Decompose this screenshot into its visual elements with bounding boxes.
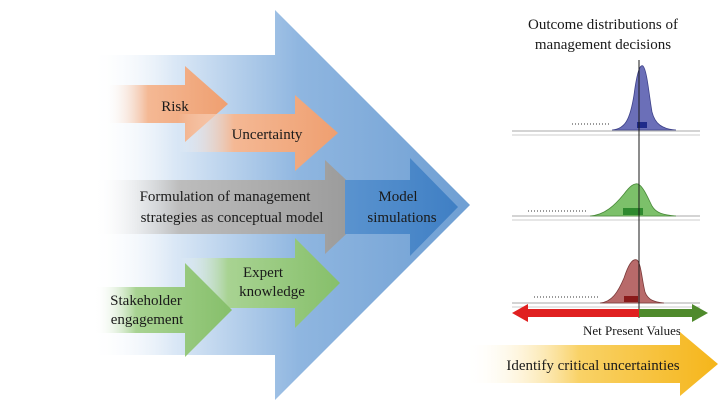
npv-axis-label: Net Present Values [583,323,681,338]
model-simulations-arrow [345,158,458,256]
stakeholder-label-line1: Stakeholder [110,293,182,309]
identify-uncertainties-label: Identify critical uncertainties [506,358,679,374]
negative-npv-arrow [512,304,639,322]
risk-label: Risk [161,99,189,115]
distribution-blue [611,65,677,131]
expert-label-line2: knowledge [239,284,305,300]
formulation-label-line2: strategies as conceptual model [141,210,324,226]
stakeholder-label-line2: engagement [111,312,184,328]
distribution-red [599,259,665,304]
formulation-label-line1: Formulation of management [140,189,312,205]
uncertainty-arrow [178,95,338,171]
outcome-title-line2: management decisions [535,37,671,53]
formulation-arrow [95,160,375,254]
distribution-red-box [624,296,638,302]
distribution-green-box [623,208,643,215]
stakeholder-engagement-arrow [95,263,232,357]
model-label-line1: Model [378,189,417,205]
outcome-title-line1: Outcome distributions of [528,17,678,33]
distribution-blue-box [637,122,647,128]
model-label-line2: simulations [367,210,436,226]
distribution-green [589,183,677,217]
expert-label-line1: Expert [243,265,284,281]
identify-uncertainties-arrow [465,332,718,396]
uncertainty-label: Uncertainty [232,127,303,143]
positive-npv-arrow [639,304,708,322]
